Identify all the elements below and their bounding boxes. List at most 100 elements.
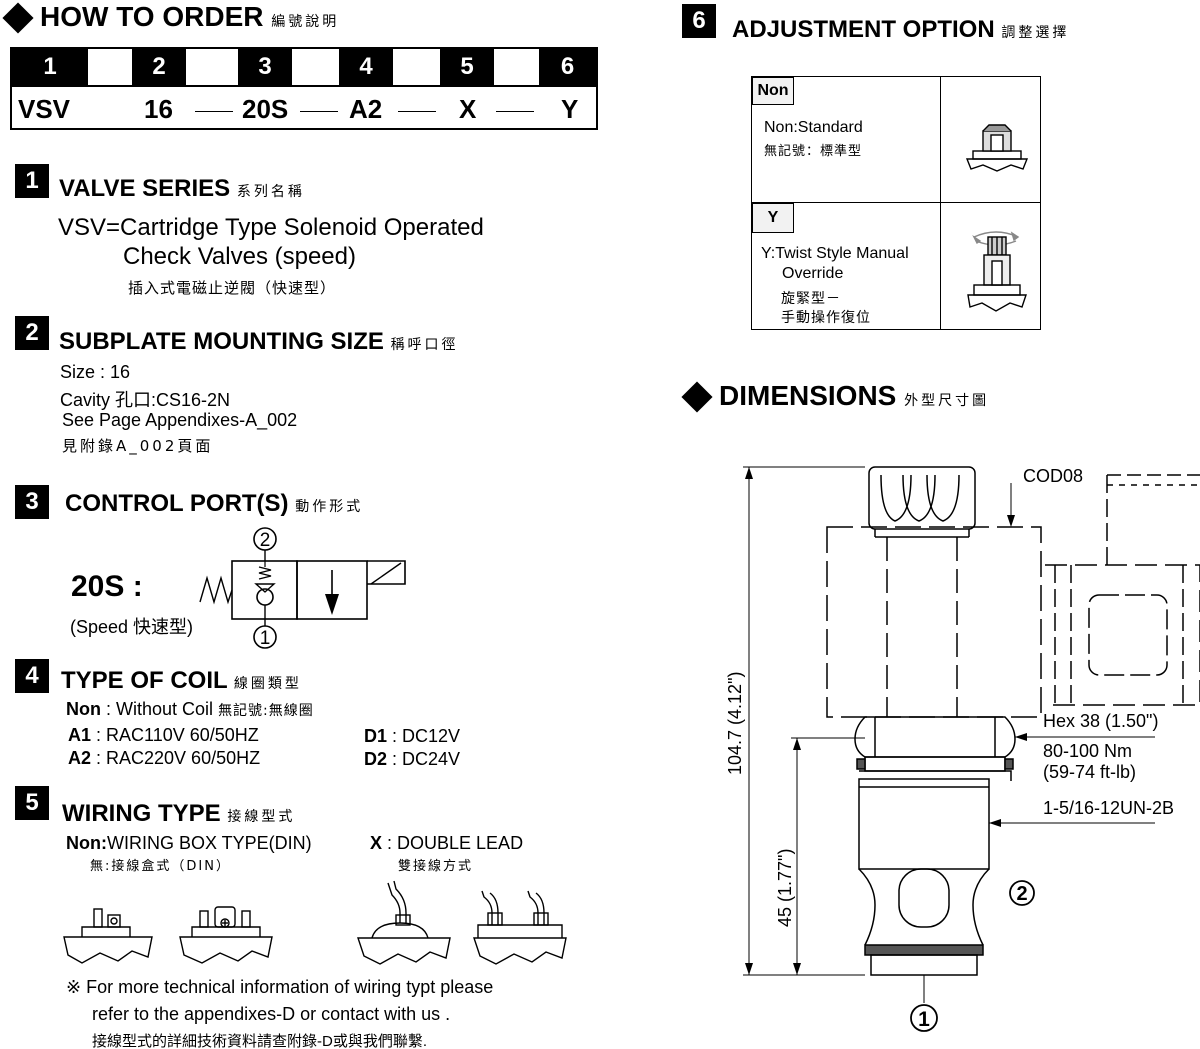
adjust-non-line2: 無記號：標準型 — [764, 144, 863, 159]
how-to-order-title-cn: 編號說明 — [271, 14, 340, 30]
valve-series-cn: 插入式電磁止逆閥（快速型） — [128, 279, 337, 297]
section-4-title-cn: 線圈類型 — [233, 676, 302, 692]
wiring-non-code: Non: — [66, 833, 107, 853]
double-lead-connector-illustration — [357, 880, 567, 965]
adjust-y-line2: Override — [782, 265, 844, 282]
wiring-x-row: X : DOUBLE LEAD — [370, 833, 523, 854]
coil-d1-row: D1 : DC12V — [364, 726, 460, 747]
section-3-heading: CONTROL PORT(S) 動作形式 — [65, 490, 363, 518]
subplate-cn: 見附錄A_002頁面 — [62, 437, 214, 455]
wiring-note-line2: refer to the appendixes-D or contact wit… — [92, 1004, 451, 1024]
coil-non-cn: 無記號:無線圈 — [218, 703, 314, 719]
order-value-4: A2 — [349, 94, 383, 124]
subplate-size: Size : 16 — [60, 362, 131, 382]
coil-non-text: : Without Coil — [101, 699, 214, 719]
lower-height-label: 45 (1.77") — [775, 849, 795, 927]
section-2-heading: SUBPLATE MOUNTING SIZE 稱呼口徑 — [59, 328, 459, 356]
order-value-6: Y — [561, 94, 579, 124]
order-position-6: 6 — [539, 49, 596, 85]
adjust-tag-non: Non — [752, 77, 794, 105]
control-code: 20S : — [71, 570, 143, 603]
solenoid-valve-symbol: 2 1 — [199, 527, 406, 649]
torque-line1: 80-100 Nm — [1043, 741, 1132, 761]
wiring-x-cn: 雙接線方式 — [398, 859, 474, 874]
coil-d1-text: : DC12V — [387, 726, 461, 746]
section-5-title: WIRING TYPE — [62, 800, 221, 827]
section-1-badge: 1 — [15, 164, 49, 198]
wiring-non-row: Non:WIRING BOX TYPE(DIN) — [66, 833, 312, 854]
section-3-badge: 3 — [15, 485, 49, 519]
section-2-title-cn: 稱呼口徑 — [390, 337, 459, 353]
thread-label: 1-5/16-12UN-2B — [1043, 798, 1174, 818]
coil-non-row: Non : Without Coil 無記號:無線圈 — [66, 699, 314, 720]
coil-d2-row: D2 : DC24V — [364, 749, 460, 770]
cod-label: COD08 — [1023, 466, 1083, 486]
section-2-title: SUBPLATE MOUNTING SIZE — [59, 328, 384, 355]
port-1-label: 1 — [260, 628, 271, 649]
coil-non-code: Non — [66, 699, 101, 719]
dim-port-1-label: 1 — [918, 1008, 930, 1031]
wiring-note-cn: 接線型式的詳細技術資料請查附錄-D或與我們聯繫. — [92, 1033, 427, 1049]
order-position-2: 2 — [132, 49, 186, 85]
valve-series-line1: VSV=Cartridge Type Solenoid Operated — [58, 214, 484, 241]
section-3-title-cn: 動作形式 — [295, 499, 364, 515]
section-6-title: ADJUSTMENT OPTION — [732, 16, 995, 43]
coil-d1-code: D1 — [364, 726, 388, 746]
section-1-title-cn: 系列名稱 — [236, 184, 305, 200]
section-1-heading: VALVE SERIES 系列名稱 — [59, 175, 305, 203]
wiring-x-text: : DOUBLE LEAD — [382, 833, 524, 853]
section-4-title: TYPE OF COIL — [61, 667, 228, 694]
coil-a2-text: : RAC220V 60/50HZ — [91, 748, 261, 768]
order-separator — [300, 111, 338, 112]
torque-line2: (59-74 ft-lb) — [1043, 762, 1136, 782]
dimensions-title: DIMENSIONS — [719, 380, 897, 411]
order-value-2: 16 — [144, 94, 173, 124]
section-6-heading: ADJUSTMENT OPTION 調整選擇 — [732, 16, 1069, 44]
dimensions-heading: DIMENSIONS 外型尺寸圖 — [719, 380, 989, 412]
section-2-badge: 2 — [15, 316, 49, 350]
wiring-non-cn: 無:接線盒式（DIN） — [90, 859, 231, 874]
valve-dimension-drawing: COD08 Hex 38 (1.50") 80-100 Nm (59-74 ft… — [725, 466, 1200, 1032]
section-1-title: VALVE SERIES — [59, 175, 231, 202]
coil-a1-text: : RAC110V 60/50HZ — [91, 725, 259, 745]
adjust-y-line4: 手動操作復位 — [781, 310, 871, 326]
dim-port-2: 2 — [1009, 880, 1035, 906]
wiring-non-text: WIRING BOX TYPE(DIN) — [106, 833, 312, 853]
wiring-x-code: X — [370, 833, 383, 853]
hex-label: Hex 38 (1.50") — [1043, 711, 1158, 731]
adjust-y-line1: Y:Twist Style Manual — [761, 245, 909, 262]
dim-port-1: 1 — [910, 1004, 938, 1032]
order-value-3: 20S — [242, 94, 289, 124]
adjust-tag-y: Y — [752, 203, 794, 233]
order-value-5: X — [459, 94, 477, 124]
coil-d2-text: : DC24V — [387, 749, 461, 769]
port-1-circle: 1 — [253, 625, 277, 649]
port-2-label: 2 — [260, 530, 271, 551]
coil-a1-row: A1 : RAC110V 60/50HZ — [68, 725, 259, 746]
section-4-heading: TYPE OF COIL 線圈類型 — [61, 667, 302, 695]
valve-series-line2: Check Valves (speed) — [123, 243, 356, 270]
coil-a2-code: A2 — [68, 748, 92, 768]
adjust-non-line1: Non:Standard — [764, 119, 863, 136]
twist-override-illustration — [967, 231, 1027, 312]
section-5-title-cn: 接線型式 — [227, 809, 296, 825]
dimensions-title-cn: 外型尺寸圖 — [904, 393, 990, 409]
wiring-note-line1: ※ For more technical information of wiri… — [66, 977, 494, 997]
total-height-label: 104.7 (4.12") — [725, 672, 745, 775]
order-separator — [398, 111, 436, 112]
order-position-1: 1 — [12, 49, 88, 85]
coil-a1-code: A1 — [68, 725, 92, 745]
standard-adjuster-illustration — [965, 124, 1029, 172]
section-5-heading: WIRING TYPE 接線型式 — [62, 800, 295, 828]
coil-a2-row: A2 : RAC220V 60/50HZ — [68, 748, 260, 769]
port-2-circle: 2 — [253, 527, 277, 551]
order-separator — [496, 111, 534, 112]
adjust-y-line3: 旋緊型－ — [781, 291, 841, 307]
how-to-order-title: HOW TO ORDER — [40, 1, 264, 32]
section-6-title-cn: 調整選擇 — [1001, 25, 1070, 41]
order-separator — [195, 111, 233, 112]
section-5-badge: 5 — [15, 786, 49, 820]
subplate-cavity: Cavity 孔口:CS16-2N — [60, 390, 231, 410]
section-4-badge: 4 — [15, 659, 49, 693]
dim-port-2-label: 2 — [1016, 883, 1027, 905]
